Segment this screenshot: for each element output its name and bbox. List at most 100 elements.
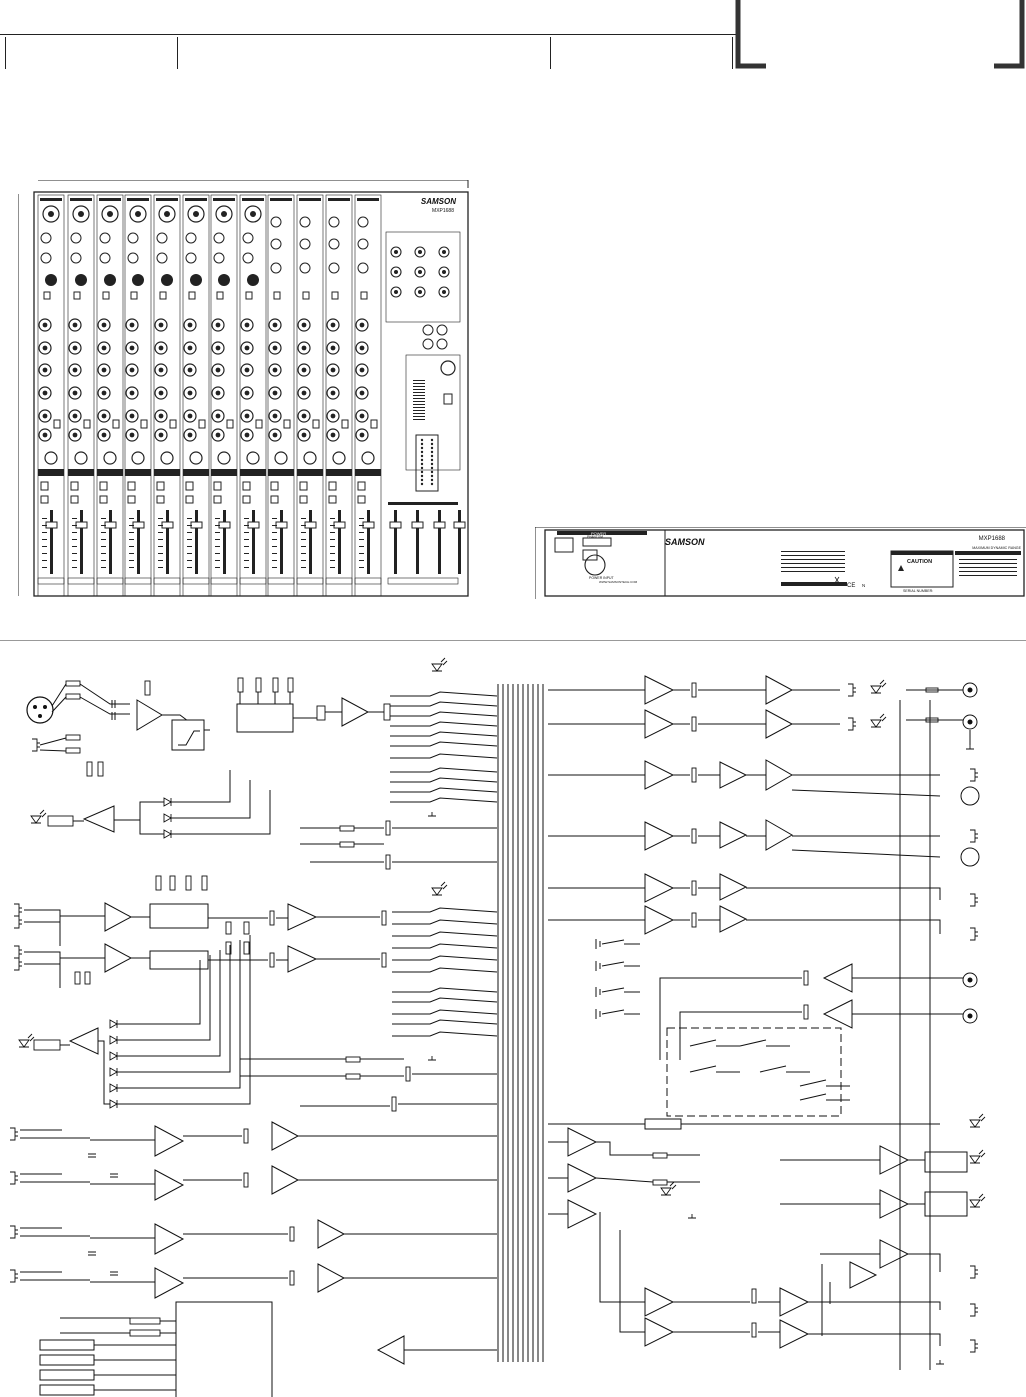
jack-connector-icon xyxy=(10,1269,18,1283)
fader-tick xyxy=(72,560,77,561)
channel-strip xyxy=(239,194,267,597)
knob-cap xyxy=(442,290,446,294)
op-amp-triangle-icon xyxy=(879,1189,910,1219)
resistor-icon xyxy=(33,1039,61,1051)
warning-text-line xyxy=(781,567,845,568)
pad-button xyxy=(73,291,81,300)
potentiometer-icon xyxy=(391,1096,397,1112)
knob-cap xyxy=(442,270,446,274)
knob-cap xyxy=(72,432,78,438)
resistor-icon xyxy=(65,734,81,741)
ground-icon xyxy=(966,745,974,750)
knob-cap xyxy=(244,432,250,438)
solo-button xyxy=(328,481,337,491)
line-jack-icon xyxy=(156,232,168,244)
led-indicator-icon xyxy=(430,442,434,446)
jack-connector-icon xyxy=(10,1171,18,1185)
jack-connector-icon xyxy=(970,1339,978,1353)
assign-button xyxy=(357,495,366,504)
op-amp-triangle-icon xyxy=(765,819,794,851)
fader-tick xyxy=(72,532,77,533)
jack-connector-icon xyxy=(970,768,978,782)
gain-knob xyxy=(132,274,144,286)
op-amp-triangle-icon xyxy=(104,902,133,932)
switch-line xyxy=(392,1019,498,1025)
xlr-pin xyxy=(107,211,113,217)
mute-button xyxy=(83,419,91,429)
effects-list-line xyxy=(413,398,425,399)
knob-cap xyxy=(215,345,221,351)
signal-wire xyxy=(746,919,941,934)
assign-button xyxy=(299,495,308,504)
fader-tick xyxy=(101,525,106,526)
label-tag xyxy=(39,1354,95,1366)
channel-strip xyxy=(96,194,124,597)
signal-wire xyxy=(51,696,67,713)
diode-icon xyxy=(109,1051,118,1061)
filter-curve xyxy=(178,730,200,746)
resistor-icon xyxy=(144,680,151,696)
resistor-icon xyxy=(339,841,355,848)
knob-cap xyxy=(72,322,78,328)
diode-icon xyxy=(109,1083,118,1093)
solo-button xyxy=(156,481,165,491)
assign-button xyxy=(185,495,194,504)
signal-wire xyxy=(746,887,941,900)
diode-icon xyxy=(163,829,172,839)
warning-text-line xyxy=(781,559,845,560)
knob-cap xyxy=(301,390,307,396)
pad-button xyxy=(102,291,110,300)
knob-cap xyxy=(101,345,107,351)
knob-cap xyxy=(187,345,193,351)
channel-header xyxy=(270,198,292,201)
knob-cap xyxy=(187,390,193,396)
channel-strip xyxy=(296,194,324,597)
master-fader-track xyxy=(438,510,441,574)
fader-tick xyxy=(301,539,306,540)
signal-wire xyxy=(39,737,67,746)
op-amp-triangle-icon xyxy=(849,1261,878,1289)
fader-tick xyxy=(42,539,47,540)
gain-knob xyxy=(161,274,173,286)
fader-tick xyxy=(42,546,47,547)
solo-button xyxy=(357,481,366,491)
label-tag xyxy=(39,1384,95,1396)
op-amp-triangle-icon xyxy=(341,697,370,727)
led-indicator-icon xyxy=(660,1181,677,1196)
resistor-icon xyxy=(237,677,244,693)
switch-line xyxy=(392,987,498,993)
fader-track xyxy=(309,510,312,574)
battery-icon xyxy=(595,1009,601,1019)
fader-track xyxy=(367,510,370,574)
channel-outline xyxy=(96,194,124,597)
master-header-strip xyxy=(388,502,458,505)
knob-cap xyxy=(101,413,107,419)
diode-icon xyxy=(109,1067,118,1077)
signal-wire xyxy=(595,1177,654,1183)
line-jack-icon xyxy=(299,238,311,250)
assign-button xyxy=(270,495,279,504)
fader-tick xyxy=(129,539,134,540)
signal-wire xyxy=(791,789,941,797)
fader-tick xyxy=(244,567,249,568)
channel-strip xyxy=(67,194,95,597)
fader-tick xyxy=(101,518,106,519)
fader-tick xyxy=(72,525,77,526)
knob-cap xyxy=(158,322,164,328)
fader-tick xyxy=(187,539,192,540)
channel-label-box xyxy=(37,577,65,585)
warning-text-line xyxy=(781,563,845,564)
fader-tick xyxy=(244,553,249,554)
led-indicator-icon xyxy=(18,1033,35,1048)
fader-tick xyxy=(215,539,220,540)
signal-wire xyxy=(596,1141,653,1156)
potentiometer-icon xyxy=(691,880,697,896)
fader-tick xyxy=(359,539,364,540)
line-jack-icon xyxy=(328,262,340,274)
routing-switch-box xyxy=(666,1027,842,1117)
solo-button xyxy=(70,481,79,491)
op-amp-triangle-icon xyxy=(765,675,794,705)
led-indicator-icon xyxy=(430,466,434,470)
line-jack-icon xyxy=(70,232,82,244)
master-fader-track xyxy=(416,510,419,574)
